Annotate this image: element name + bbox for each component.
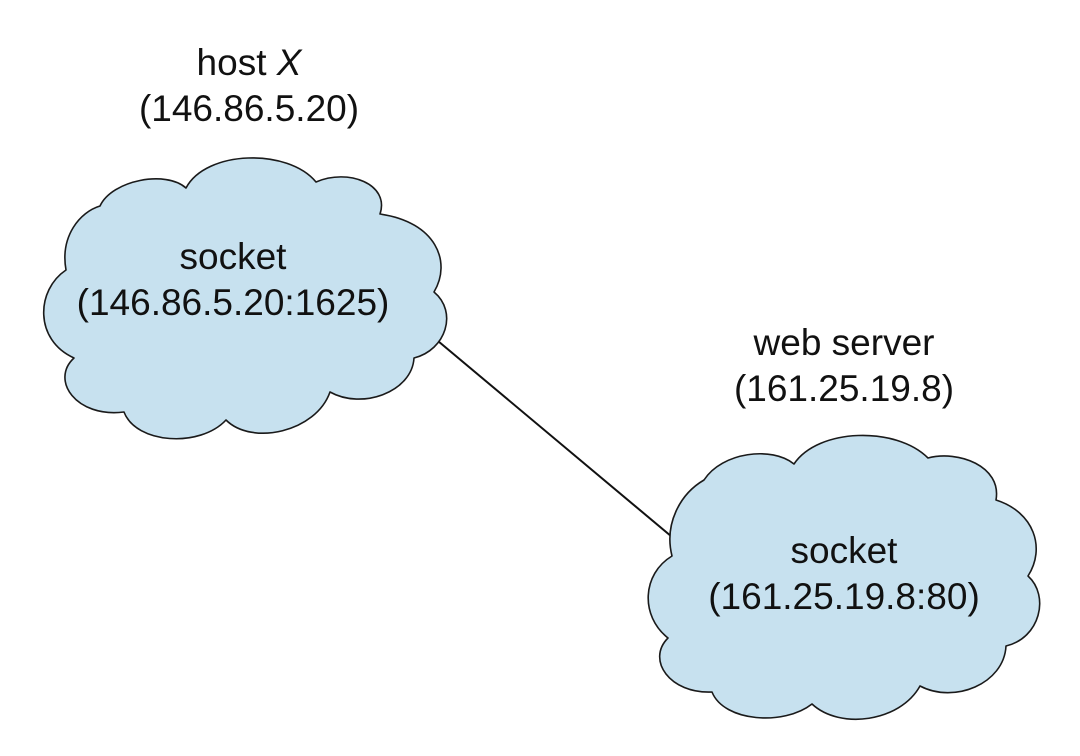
host-x-socket-label: socket	[179, 236, 287, 277]
web-server-name: web server	[753, 322, 935, 363]
web-server-cloud	[647, 434, 1041, 721]
host-x-title: host X (146.86.5.20)	[139, 40, 359, 132]
web-server-socket-label: socket	[790, 530, 898, 571]
web-server-title: web server (161.25.19.8)	[734, 320, 954, 412]
host-x-socket: socket (146.86.5.20:1625)	[77, 234, 390, 326]
host-x-italic-letter: X	[276, 42, 302, 83]
host-x-address: (146.86.5.20)	[138, 88, 360, 129]
host-x-socket-address: (146.86.5.20:1625)	[76, 282, 390, 323]
web-server-address: (161.25.19.8)	[733, 368, 955, 409]
web-server-socket: socket (161.25.19.8:80)	[708, 528, 980, 620]
connection-line	[431, 335, 691, 553]
host-x-cloud	[42, 157, 448, 440]
host-x-name: host X	[196, 42, 302, 83]
web-server-socket-address: (161.25.19.8:80)	[708, 576, 980, 617]
